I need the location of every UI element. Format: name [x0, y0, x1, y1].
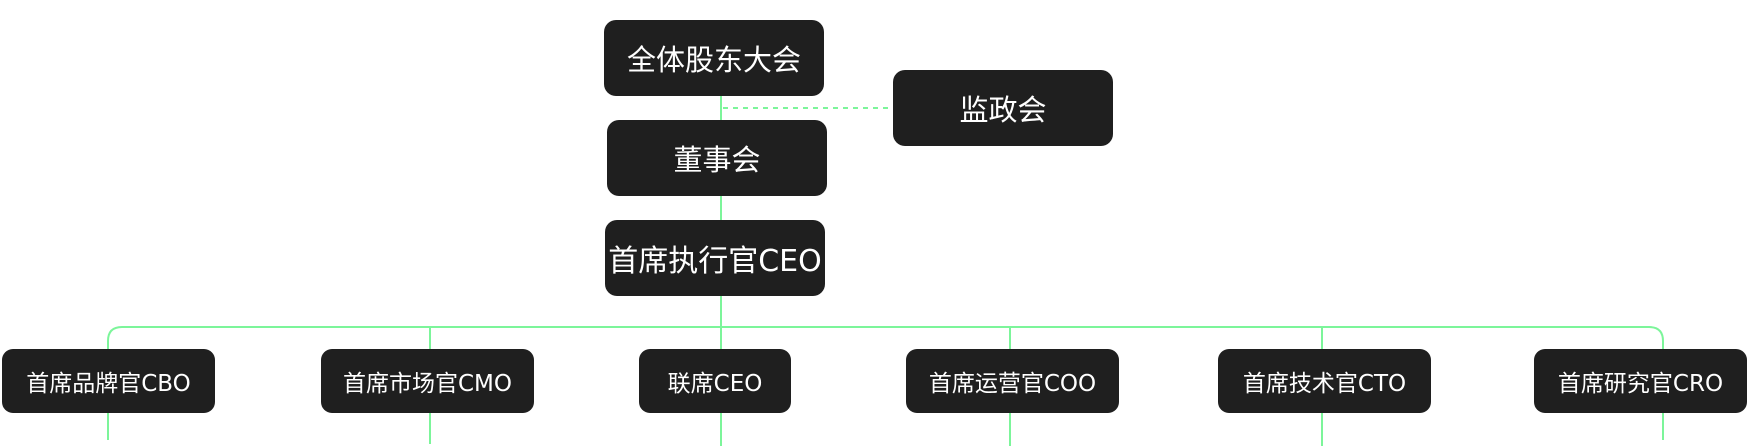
node-cto: 首席技术官CTO: [1218, 349, 1431, 413]
node-board-label: 董事会: [673, 143, 761, 177]
node-coo: 首席运营官COO: [906, 349, 1119, 413]
node-ceo-label: 首席执行官CEO: [608, 244, 822, 279]
department-bus: [107, 326, 1664, 349]
node-cbo-label: 首席品牌官CBO: [26, 371, 191, 397]
node-supervisory-board: 监政会: [893, 70, 1113, 146]
node-co-ceo: 联席CEO: [639, 349, 791, 413]
node-cbo: 首席品牌官CBO: [2, 349, 215, 413]
node-cto-label: 首席技术官CTO: [1242, 371, 1407, 397]
node-co-ceo-label: 联席CEO: [667, 371, 763, 397]
node-shareholders-meeting: 全体股东大会: [604, 20, 824, 96]
node-cmo: 首席市场官CMO: [321, 349, 534, 413]
node-coo-label: 首席运营官COO: [928, 371, 1097, 397]
node-cro-label: 首席研究官CRO: [1557, 371, 1724, 397]
node-board-of-directors: 董事会: [607, 120, 827, 196]
node-supervisory-label: 监政会: [959, 93, 1047, 127]
node-ceo: 首席执行官CEO: [605, 220, 825, 296]
node-cro: 首席研究官CRO: [1534, 349, 1747, 413]
node-cmo-label: 首席市场官CMO: [342, 371, 512, 397]
node-shareholders-label: 全体股东大会: [626, 43, 801, 77]
